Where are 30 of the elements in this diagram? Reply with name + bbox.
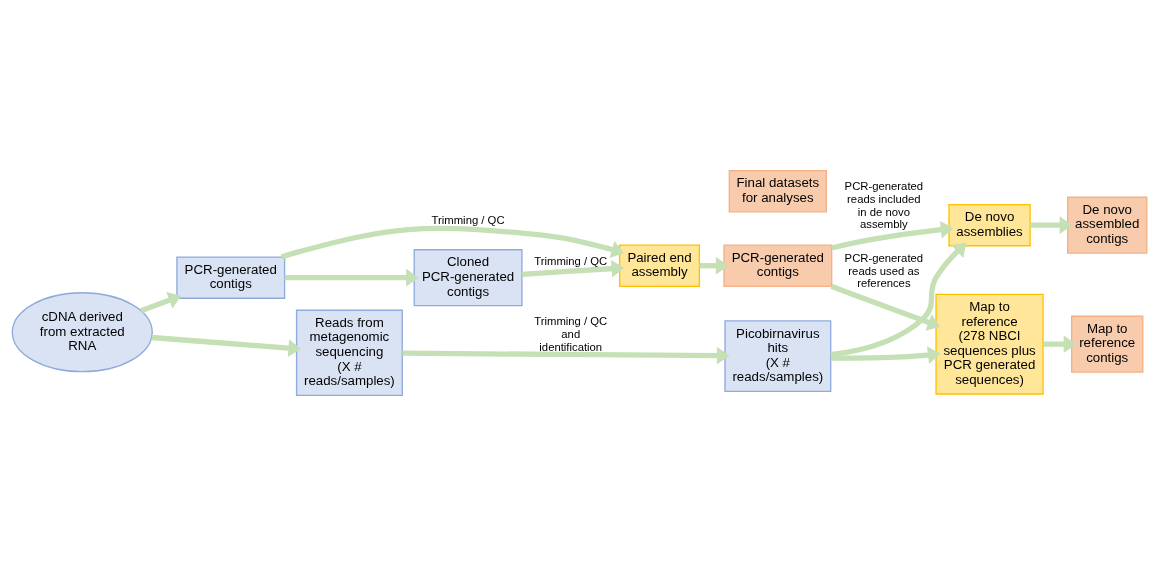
node-box: PCR-generated contigs <box>723 244 833 287</box>
arrow <box>830 346 941 364</box>
arrow <box>151 334 301 357</box>
node-box: De novo assemblies <box>948 203 1031 247</box>
node-box: De novo assembled contigs <box>1067 196 1148 254</box>
edge-label: PCR-generated reads used as references <box>844 252 924 290</box>
edge-label: Trimming / QC <box>534 255 608 268</box>
edge-label: PCR-generated reads included in de novo assembly <box>844 180 924 231</box>
arrow <box>1030 216 1073 234</box>
arrow <box>831 220 954 251</box>
node-box: Map to reference contigs <box>1071 315 1144 373</box>
arrow <box>830 242 967 358</box>
node-box: Picobirnavirus hits (X # reads/samples) <box>724 320 832 392</box>
node-box: Map to reference (278 NBCI sequences plus PCR generated sequences) <box>935 293 1044 395</box>
edge-label: Trimming / QC and identification <box>534 315 608 353</box>
arrow <box>284 268 419 287</box>
node-box: Paired end assembly <box>618 244 701 287</box>
node-box: Cloned PCR-generated contigs <box>413 249 523 307</box>
node-ellipse: cDNA derived from extracted RNA <box>11 292 153 373</box>
arrow <box>140 291 182 314</box>
arrow <box>521 259 625 278</box>
arrow <box>1043 335 1077 353</box>
edge-label: Trimming / QC <box>431 214 505 227</box>
arrow <box>402 346 730 365</box>
arrow <box>699 256 729 275</box>
node-box: PCR-generated contigs <box>176 256 286 299</box>
arrow <box>830 283 941 331</box>
node-box: Reads from metagenomic sequencing (X # reads/samples) <box>295 309 403 396</box>
node-box: Final datasets for analyses <box>728 170 828 213</box>
arrow <box>280 225 625 260</box>
